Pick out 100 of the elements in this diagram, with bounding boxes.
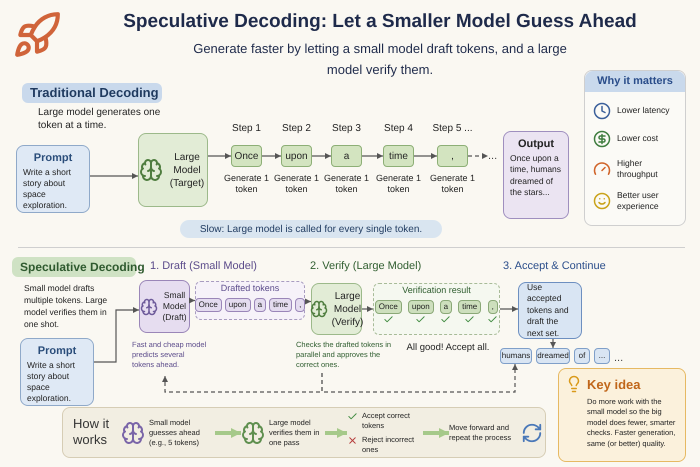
box-text: , bbox=[451, 150, 454, 164]
box-heading: Prompt bbox=[36, 344, 78, 359]
box-text: a bbox=[344, 150, 350, 164]
box-heading: Prompt bbox=[32, 151, 74, 166]
description-text: Generate faster by letting a small model draft tokens, and a large model verify them. bbox=[192, 40, 568, 79]
caption-text: Step 3 bbox=[331, 122, 362, 136]
arrow bbox=[162, 373, 323, 393]
box-text: , bbox=[492, 300, 494, 312]
output-box bbox=[503, 131, 569, 219]
step-heading: 1. Draft (Small Model) bbox=[150, 259, 258, 274]
token-box bbox=[437, 145, 468, 167]
box-text: Verification result bbox=[402, 284, 471, 297]
token-box bbox=[488, 300, 498, 314]
box-text: Small Model (Draft) bbox=[161, 290, 188, 323]
arrow bbox=[215, 428, 241, 438]
box-text: Drafted tokens bbox=[220, 282, 280, 295]
box-text: Large Model (Verify) bbox=[332, 290, 364, 328]
box-text: Lower cost bbox=[617, 133, 658, 144]
step-heading: 2. Verify (Large Model) bbox=[310, 259, 422, 274]
step-heading: 3. Accept & Continue bbox=[503, 259, 607, 274]
arrow bbox=[325, 428, 347, 438]
note-band bbox=[180, 220, 442, 238]
box-heading: Output bbox=[516, 137, 556, 152]
caption-text: Generate 1 token bbox=[223, 173, 270, 195]
box-text: How it works bbox=[73, 416, 110, 448]
arrow bbox=[94, 307, 139, 363]
token-group bbox=[373, 283, 500, 335]
arrow bbox=[262, 153, 281, 159]
caption-text: All good! Accept all. bbox=[406, 341, 490, 355]
caption-text: Generate 1 token bbox=[323, 173, 370, 195]
token-box bbox=[408, 300, 434, 314]
arrow bbox=[208, 153, 231, 159]
arrow bbox=[321, 364, 518, 393]
caption-text: Step 2 bbox=[281, 122, 312, 136]
token-box bbox=[269, 298, 292, 312]
token-group bbox=[195, 281, 305, 320]
arrow bbox=[500, 306, 518, 312]
token-box bbox=[281, 145, 312, 167]
box-text: Why it matters bbox=[585, 71, 685, 92]
title: Speculative Decoding: Let a Smaller Model Guess Ahead bbox=[122, 10, 638, 34]
arrow bbox=[550, 339, 556, 348]
box-text: Write a short story about space exploration. bbox=[27, 360, 76, 404]
model-box bbox=[139, 280, 190, 333]
box-text: Lower latency bbox=[617, 105, 670, 116]
description-text: Large model generates one token at a time. bbox=[38, 106, 162, 132]
arrow bbox=[312, 153, 331, 159]
model-box bbox=[138, 133, 208, 207]
arrow bbox=[468, 153, 488, 159]
box-text: Traditional Decoding bbox=[30, 84, 159, 102]
token-box bbox=[383, 145, 414, 167]
box-text: upon bbox=[285, 150, 308, 164]
box-text: Once bbox=[198, 298, 218, 310]
caption-text: Generate 1 token bbox=[429, 173, 476, 195]
box-text: upon bbox=[412, 300, 430, 312]
box-text: dreamed bbox=[537, 350, 569, 362]
box-text: time bbox=[273, 298, 288, 310]
box-text: time bbox=[389, 150, 408, 164]
token-box bbox=[374, 300, 402, 314]
prompt-box bbox=[20, 338, 94, 406]
arrow bbox=[362, 153, 383, 159]
box-text: Slow: Large model is called for every single token. bbox=[200, 222, 422, 236]
token-box bbox=[194, 298, 222, 312]
box-text: Better user experience bbox=[617, 190, 660, 212]
summary-panel bbox=[62, 407, 546, 458]
box-text: Higher throughput bbox=[617, 158, 659, 180]
box-text: Large Model (Target) bbox=[168, 150, 206, 190]
box-text: Once upon a time, humans dreamed of the stars... bbox=[510, 152, 562, 198]
box-text: ... bbox=[488, 148, 498, 164]
arrow bbox=[305, 298, 311, 304]
token-box bbox=[295, 298, 306, 312]
box-text: Once bbox=[234, 150, 258, 164]
arrow bbox=[189, 298, 195, 304]
arrow bbox=[423, 428, 449, 438]
box-text: humans bbox=[502, 350, 530, 362]
arrow bbox=[414, 153, 437, 159]
box-text: Write a short story about space exploration. bbox=[23, 166, 72, 210]
process-box bbox=[518, 282, 582, 339]
token-box bbox=[594, 348, 610, 364]
arrow bbox=[90, 173, 138, 179]
token-box bbox=[231, 145, 262, 167]
box-text: a bbox=[444, 300, 448, 312]
arrow bbox=[362, 306, 373, 312]
model-box bbox=[311, 283, 362, 335]
token-box bbox=[458, 300, 482, 314]
caption-text: Step 4 bbox=[383, 122, 414, 136]
token-box bbox=[440, 300, 452, 314]
token-box bbox=[224, 298, 251, 312]
box-text: upon bbox=[228, 298, 247, 310]
token-box bbox=[574, 348, 590, 364]
key-idea-box bbox=[558, 368, 686, 462]
caption-text: Step 1 bbox=[231, 122, 262, 136]
box-text: Once bbox=[378, 300, 398, 312]
caption-text: Generate 1 token bbox=[375, 173, 422, 195]
token-box bbox=[254, 298, 266, 312]
benefits-panel bbox=[584, 70, 686, 226]
caption-text: Generate 1 token bbox=[273, 173, 320, 195]
box-text: Speculative Decoding bbox=[20, 259, 145, 276]
description-text: Small model drafts multiple tokens. Large model verifies them in one shot. bbox=[24, 282, 108, 330]
box-text: ... bbox=[598, 350, 606, 362]
box-text: time bbox=[462, 300, 478, 312]
